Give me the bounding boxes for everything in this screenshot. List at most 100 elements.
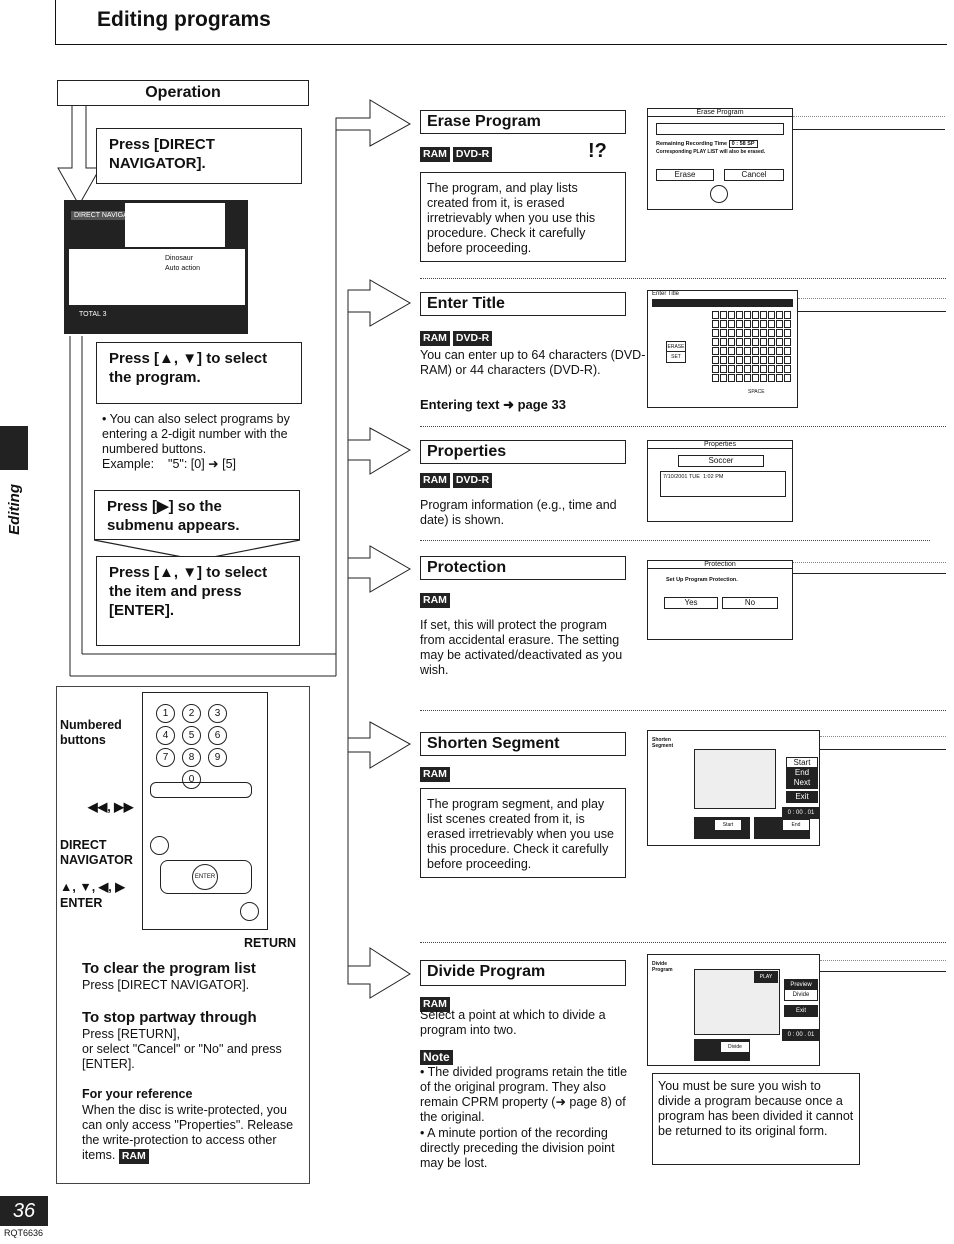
model-code: RQT6636 (4, 1228, 44, 1238)
step4-text: Press [▲, ▼] to select the item and pres… (109, 564, 268, 619)
note-2: • A minute portion of the recording dire… (420, 1126, 615, 1170)
button-1[interactable]: 1 (156, 704, 175, 723)
shorten-preview (694, 749, 776, 809)
protection-screen-shadow (793, 562, 946, 574)
step1-box: Press [DIRECT NAVIGATOR]. (96, 128, 302, 184)
tip-clear-text: Press [DIRECT NAVIGATOR]. (82, 978, 250, 992)
return-button[interactable] (240, 902, 259, 921)
navigator-faces-illustration (125, 203, 225, 247)
note-1: • The divided programs retain the title … (420, 1065, 628, 1124)
erase-title: Erase Program (420, 110, 626, 134)
shorten-badges: RAM (420, 764, 453, 782)
title-screen-shadow (798, 298, 946, 312)
title-link[interactable]: Entering text ➜ page 33 (420, 397, 566, 412)
protection-screen-title: Protection (648, 561, 792, 569)
yes-button[interactable]: Yes (664, 597, 718, 609)
title-set-key[interactable]: SET (666, 351, 686, 363)
step2-note: • You can also select programs by enteri… (102, 412, 290, 471)
button-2[interactable]: 2 (182, 704, 201, 723)
erase-screen-line2: Corresponding PLAY LIST will also be era… (656, 149, 766, 155)
warning-icon: !? (588, 140, 607, 162)
tip-stop-title: To stop partway through (82, 1009, 257, 1026)
button-8[interactable]: 8 (182, 748, 201, 767)
tip-stop-text2: or select "Cancel" or "No" and press [EN… (82, 1042, 282, 1071)
step3-box: Press [▶] so the submenu appears. (94, 490, 300, 540)
divide-title: Divide Program (420, 960, 626, 986)
direct-navigator-button[interactable] (150, 836, 169, 855)
skip-buttons[interactable] (150, 782, 252, 798)
button-9[interactable]: 9 (208, 748, 227, 767)
tip-ref-title: For your reference (82, 1087, 193, 1101)
step4-box: Press [▲, ▼] to select the item and pres… (96, 556, 300, 646)
button-0[interactable]: 0 (182, 770, 201, 789)
label-direct-navigator: DIRECT NAVIGATOR (60, 838, 133, 867)
operation-label: Operation (57, 80, 309, 106)
header-rule-left (55, 0, 56, 44)
divide-badges: RAM (420, 994, 453, 1012)
play-indicator: PLAY (754, 971, 778, 983)
divider (420, 426, 946, 427)
button-3[interactable]: 3 (208, 704, 227, 723)
title-screen-title: Enter Title (652, 291, 680, 297)
exit-button[interactable]: Exit (786, 791, 818, 803)
page-title: Editing programs (97, 8, 271, 31)
title-title: Enter Title (420, 292, 626, 316)
button-5[interactable]: 5 (182, 726, 201, 745)
character-grid[interactable] (712, 311, 796, 383)
next-button[interactable]: Next (786, 777, 818, 789)
navigator-screen: DIRECT NAVIGATOR Dinosaur Auto action TO… (64, 200, 248, 334)
protection-badges: RAM (420, 590, 453, 608)
no-button[interactable]: No (722, 597, 778, 609)
navigator-row[interactable]: Auto action (165, 265, 201, 272)
enter-button[interactable]: ENTER (192, 864, 218, 890)
exit-button[interactable]: Exit (784, 1005, 818, 1017)
shorten-text: The program segment, and play list scene… (420, 788, 626, 878)
tip-stop-text1: Press [RETURN], (82, 1027, 180, 1041)
button-7[interactable]: 7 (156, 748, 175, 767)
start-label: Start (714, 819, 742, 831)
protection-screen-line: Set Up Program Protection. (666, 577, 738, 583)
erase-button[interactable]: Erase (656, 169, 714, 181)
title-erase-key[interactable]: ERASE (666, 341, 686, 353)
navigator-row[interactable]: Dinosaur (165, 255, 194, 262)
arrow-pad[interactable] (160, 860, 252, 894)
divide-warning: You must be sure you wish to divide a pr… (652, 1073, 860, 1165)
protection-title: Protection (420, 556, 626, 580)
properties-screen: Properties Soccer 7/10/2001 TUE 1:02 PM (647, 440, 793, 522)
divide-time: 0 : 00 . 01 (782, 1029, 820, 1041)
erase-screen-line1: Remaining Recording Time 0 : 58 SP (648, 140, 792, 148)
shorten-title: Shorten Segment (420, 732, 626, 756)
end-label: End (782, 819, 810, 831)
label-skip: ◀◀, ▶▶ (88, 800, 134, 814)
divider (420, 942, 946, 943)
cancel-button[interactable]: Cancel (724, 169, 784, 181)
erase-screen-title: Erase Program (648, 109, 792, 117)
protection-screen: Protection Set Up Program Protection. Ye… (647, 560, 793, 640)
divider (420, 710, 946, 711)
title-text: You can enter up to 64 characters (DVD-R… (420, 348, 646, 377)
button-6[interactable]: 6 (208, 726, 227, 745)
erase-screen-field (656, 123, 784, 135)
navigator-total: TOTAL 3 (79, 311, 107, 318)
tip-clear-title: To clear the program list (82, 960, 256, 977)
divider (420, 278, 946, 279)
divide-screen-shadow (820, 960, 946, 972)
step2-box: Press [▲, ▼] to select the program. (96, 342, 302, 404)
divide-screen-title: Divide Program (652, 961, 673, 973)
properties-screen-title: Properties (648, 441, 792, 449)
title-space-key[interactable]: SPACE (748, 389, 765, 395)
properties-title: Properties (420, 440, 626, 464)
properties-info: 7/10/2001 TUE 1:02 PM (660, 471, 786, 497)
step1-text: Press [DIRECT NAVIGATOR]. (109, 136, 215, 172)
shorten-screen-shadow (820, 736, 946, 750)
label-numbered-buttons: Numbered buttons (60, 718, 122, 747)
label-enter: ENTER (60, 896, 103, 910)
navigator-list: Dinosaur Auto action (69, 249, 245, 305)
properties-text: Program information (e.g., time and date… (420, 498, 617, 527)
divide-button[interactable]: Divide (784, 989, 818, 1001)
divider (420, 540, 930, 541)
button-4[interactable]: 4 (156, 726, 175, 745)
label-arrows: ▲, ▼, ◀, ▶ (60, 880, 125, 894)
